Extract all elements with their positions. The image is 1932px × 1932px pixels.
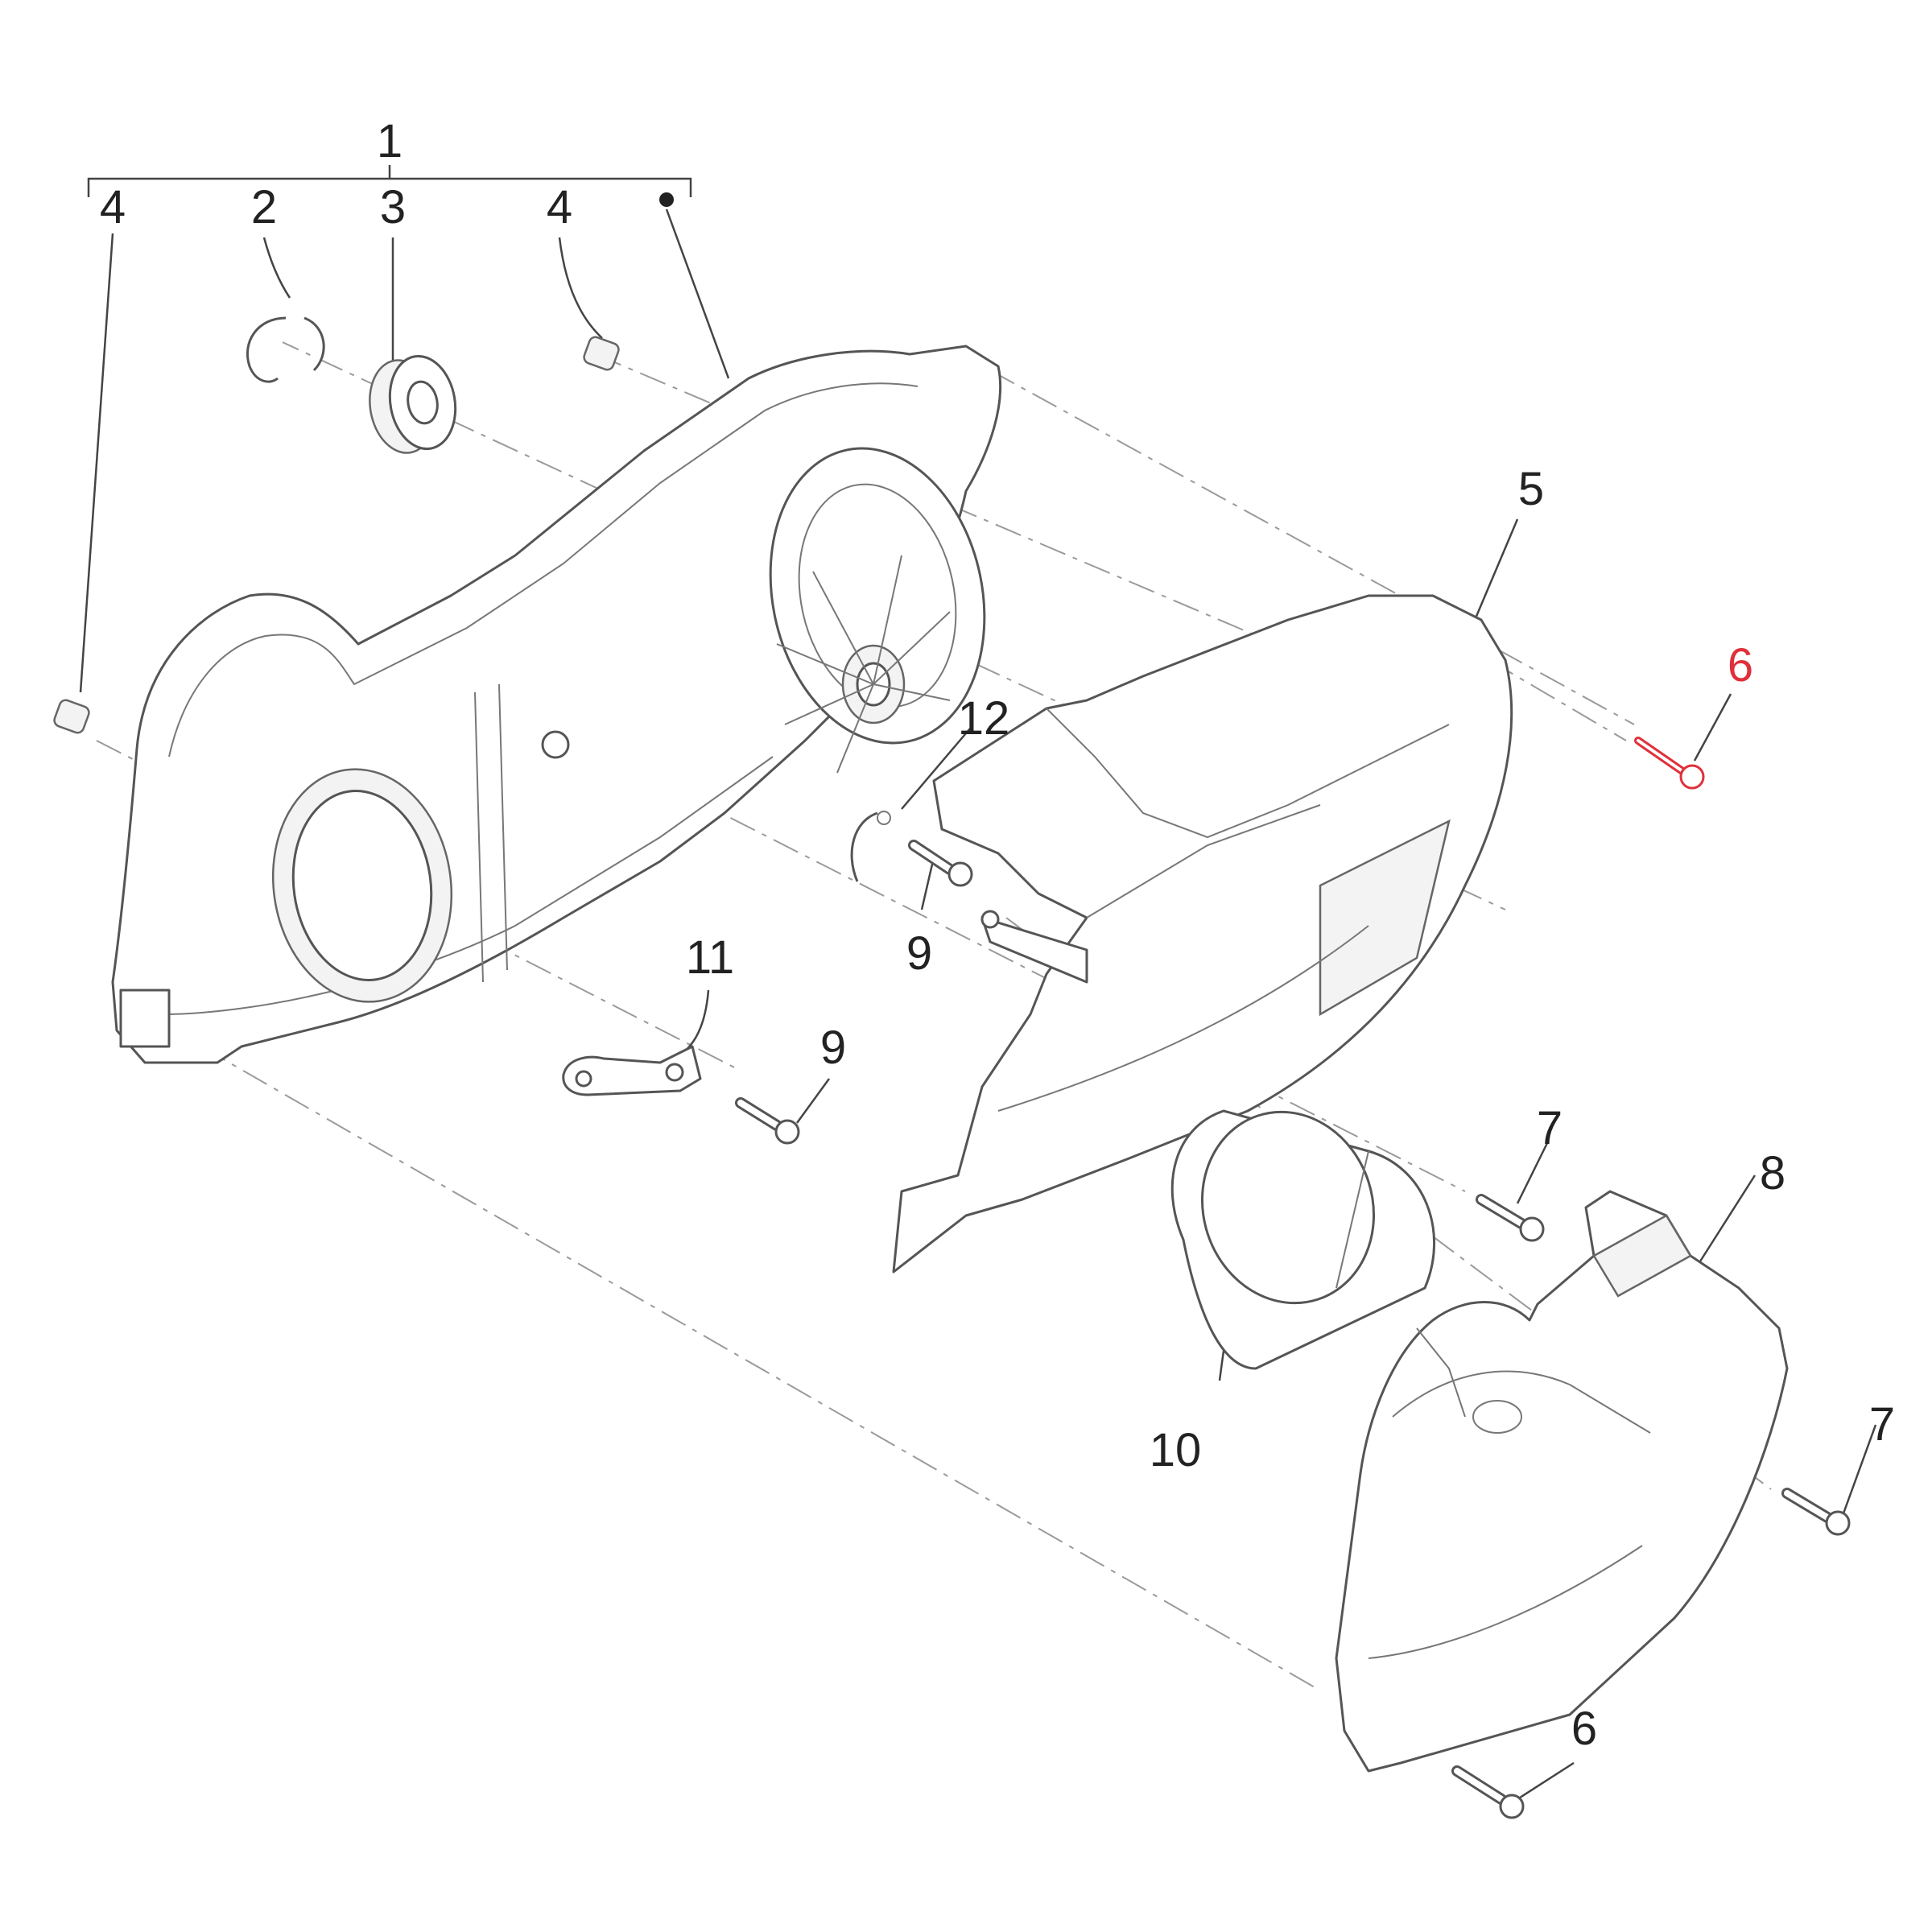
callout-10: 10 bbox=[1149, 1424, 1202, 1476]
callout-1: 1 bbox=[376, 115, 403, 167]
callout-5: 5 bbox=[1517, 463, 1545, 515]
group-bracket bbox=[87, 165, 692, 207]
front-tab bbox=[980, 910, 1088, 984]
callout-6-highlighted: 6 bbox=[1727, 639, 1754, 691]
outer-cover bbox=[892, 594, 1513, 1274]
crankcase-cover bbox=[111, 345, 1002, 1064]
callout-12: 12 bbox=[957, 692, 1010, 745]
callout-2: 2 bbox=[250, 181, 278, 233]
callout-7-upper: 7 bbox=[1536, 1102, 1563, 1154]
callout-7-lower: 7 bbox=[1868, 1398, 1896, 1451]
callout-4-left: 4 bbox=[99, 181, 126, 233]
fan-blades bbox=[776, 555, 951, 774]
callout-11: 11 bbox=[685, 931, 735, 984]
bearing bbox=[369, 354, 457, 454]
screw-9-lower bbox=[735, 1097, 800, 1145]
dowel-pin-top bbox=[583, 336, 620, 371]
screw-7-upper bbox=[1476, 1194, 1545, 1242]
screw-9-upper bbox=[908, 840, 973, 887]
leader-lines bbox=[79, 208, 1877, 1801]
callout-9-upper: 9 bbox=[906, 927, 933, 980]
bracket-dot bbox=[659, 192, 674, 207]
bracket-plate bbox=[562, 1045, 702, 1096]
callout-6-bottom: 6 bbox=[1571, 1703, 1598, 1755]
callout-3: 3 bbox=[379, 181, 407, 233]
screw-bottom bbox=[1451, 1765, 1525, 1819]
callout-9-lower: 9 bbox=[819, 1022, 847, 1074]
dowel-pin-left bbox=[53, 699, 90, 734]
circlip bbox=[246, 316, 325, 383]
duct-ring bbox=[1170, 1109, 1436, 1370]
callout-8: 8 bbox=[1759, 1147, 1786, 1199]
callout-4-right: 4 bbox=[546, 181, 573, 233]
air-intake-cover bbox=[1335, 1190, 1789, 1773]
screw-highlighted bbox=[1634, 737, 1705, 790]
screw-7-lower bbox=[1781, 1488, 1851, 1536]
clip bbox=[850, 811, 891, 882]
